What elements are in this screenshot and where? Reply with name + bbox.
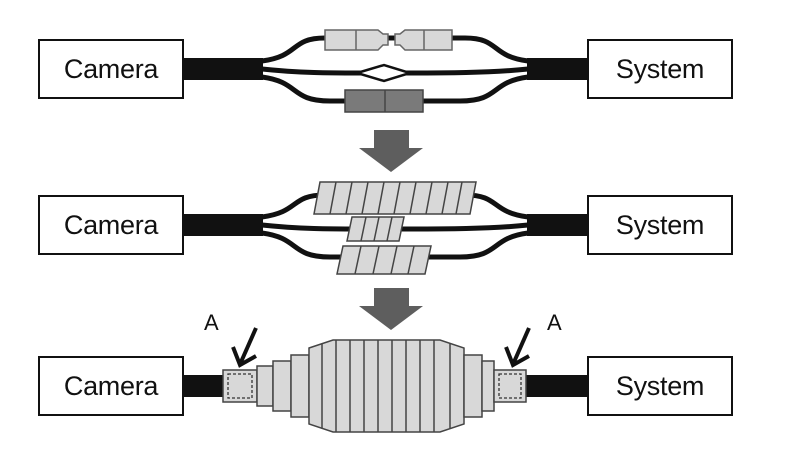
system-label-3: System <box>615 370 705 401</box>
camera-label-2: Camera <box>63 209 159 240</box>
step1-connectors <box>324 29 453 113</box>
system-label-1: System <box>615 53 705 84</box>
down-arrow-1 <box>359 130 423 172</box>
camera-box-1: Camera <box>38 39 184 99</box>
system-label-2: System <box>615 209 705 240</box>
pointer-arrow-right <box>504 327 531 368</box>
step2-tape <box>313 181 477 275</box>
camera-label-1: Camera <box>63 53 159 84</box>
system-box-1: System <box>587 39 733 99</box>
down-arrow-2 <box>359 288 423 330</box>
camera-box-3: Camera <box>38 356 184 416</box>
camera-label-3: Camera <box>63 370 159 401</box>
camera-box-2: Camera <box>38 195 184 255</box>
step3-cables <box>183 375 589 397</box>
marker-a-right: A <box>547 310 562 335</box>
pointer-arrow-left <box>231 327 258 368</box>
step3-wrap <box>222 339 527 433</box>
marker-a-left: A <box>204 310 219 335</box>
